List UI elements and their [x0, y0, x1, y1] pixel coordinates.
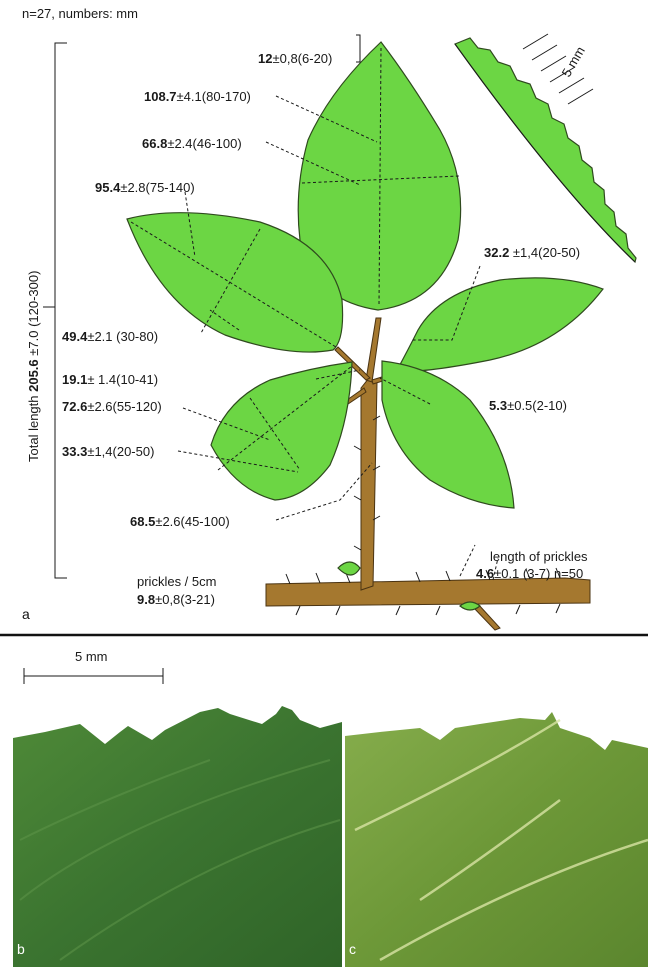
- total-length-label: Total length 205.6 ±7.0 (120-300): [26, 271, 41, 462]
- measurement-label: 49.4±2.1 (30-80): [62, 329, 158, 344]
- panel-b-scale-bar: [24, 668, 163, 684]
- measurement-label: 5.3±0.5(2-10): [489, 398, 567, 413]
- measurement-label: 72.6±2.6(55-120): [62, 399, 162, 414]
- prickle-length-value: 4.6±0.1 (3-7) n=50: [476, 566, 583, 581]
- bud-leaf: [338, 562, 360, 575]
- total-length-bracket: [43, 43, 67, 578]
- serration-inset: 5 mm: [455, 34, 636, 262]
- measurement-label: 108.7±4.1(80-170): [144, 89, 251, 104]
- panel-a-letter: a: [22, 606, 30, 622]
- small-bracket: [356, 35, 360, 62]
- lower-right-leaflet: [382, 361, 514, 508]
- prickle-density-value: 9.8±0,8(3-21): [137, 592, 215, 607]
- measurement-label: 19.1± 1.4(10-41): [62, 372, 158, 387]
- measurement-label: 32.2 ±1,4(20-50): [484, 245, 580, 260]
- panel-b-letter: b: [17, 941, 25, 957]
- measurement-label: 66.8±2.4(46-100): [142, 136, 242, 151]
- panel-b-photo: [13, 706, 342, 967]
- lower-left-leaflet: [211, 362, 352, 500]
- panel-b-scale-label: 5 mm: [75, 649, 108, 664]
- sample-note: n=27, numbers: mm: [22, 6, 138, 21]
- measurement-label: 12±0,8(6-20): [258, 51, 332, 66]
- prickle-density-title: prickles / 5cm: [137, 574, 216, 589]
- upper-right-leaflet: [396, 278, 603, 372]
- prickle-length-title: length of prickles: [490, 549, 588, 564]
- measurement-label: 68.5±2.6(45-100): [130, 514, 230, 529]
- measurement-label: 95.4±2.8(75-140): [95, 180, 195, 195]
- panel-c-photo: [345, 712, 648, 967]
- panel-c-letter: c: [349, 941, 356, 957]
- inset-scale-label: 5 mm: [559, 44, 588, 80]
- measurement-label: 33.3±1,4(20-50): [62, 444, 154, 459]
